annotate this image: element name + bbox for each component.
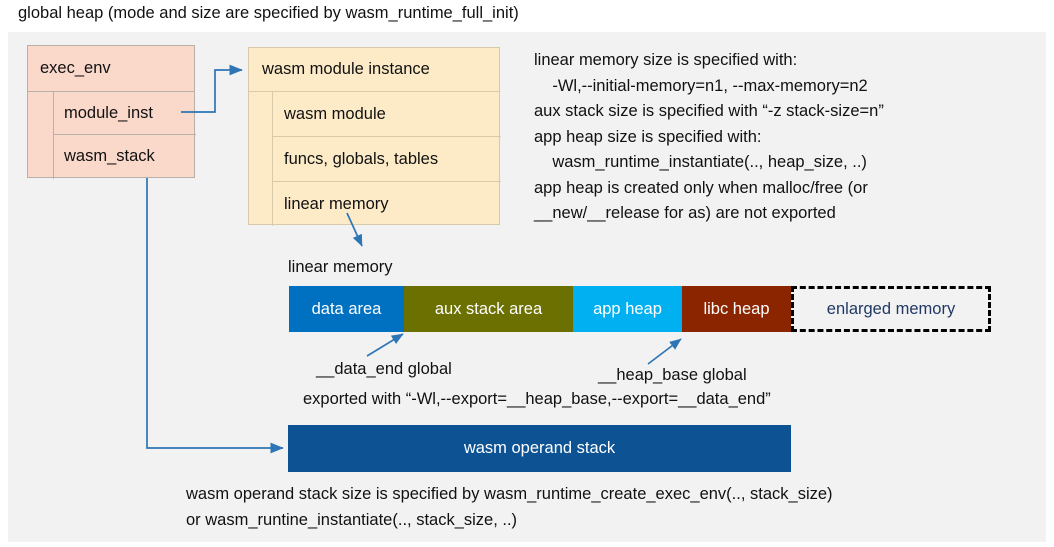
wasm-module-instance-box: wasm module instance wasm module funcs, …: [248, 47, 501, 226]
linear-memory-label: linear memory: [288, 258, 393, 276]
exec-env-gutter: [28, 92, 54, 179]
wasm-module-instance-gutter: [249, 92, 273, 226]
exec-env-header: exec_env: [28, 46, 194, 92]
memory-segment-libc-heap: libc heap: [682, 286, 791, 332]
memory-segment-enlarged-memory: enlarged memory: [791, 286, 991, 332]
exec-env-row-wasm-stack: wasm_stack: [64, 147, 155, 165]
wasm-operand-stack-box: wasm operand stack: [288, 425, 791, 472]
exec-env-row-module-inst: module_inst: [54, 92, 196, 135]
page-title: global heap (mode and size are specified…: [18, 4, 519, 22]
wmi-row-linear-memory: linear memory: [284, 195, 389, 213]
heap-base-callout: __heap_base global: [598, 366, 747, 384]
exported-callout: exported with “-Wl,--export=__heap_base,…: [303, 390, 771, 408]
memory-segment-aux-stack-area: aux stack area: [404, 286, 573, 332]
data-end-callout: __data_end global: [316, 360, 452, 378]
wasm-module-instance-header: wasm module instance: [249, 48, 499, 92]
notes-text: linear memory size is specified with: -W…: [534, 51, 884, 222]
exec-env-box: exec_env module_inst wasm_stack: [27, 45, 196, 179]
memory-segment-data-area: data area: [289, 286, 404, 332]
wasm-operand-stack-label: wasm operand stack: [463, 439, 616, 457]
footnote-text: wasm operand stack size is specified by …: [186, 485, 833, 529]
wmi-row-funcs-globals-tables: funcs, globals, tables: [273, 137, 501, 182]
wmi-row-wasm-module: wasm module: [273, 92, 501, 137]
memory-segment-app-heap: app heap: [573, 286, 682, 332]
